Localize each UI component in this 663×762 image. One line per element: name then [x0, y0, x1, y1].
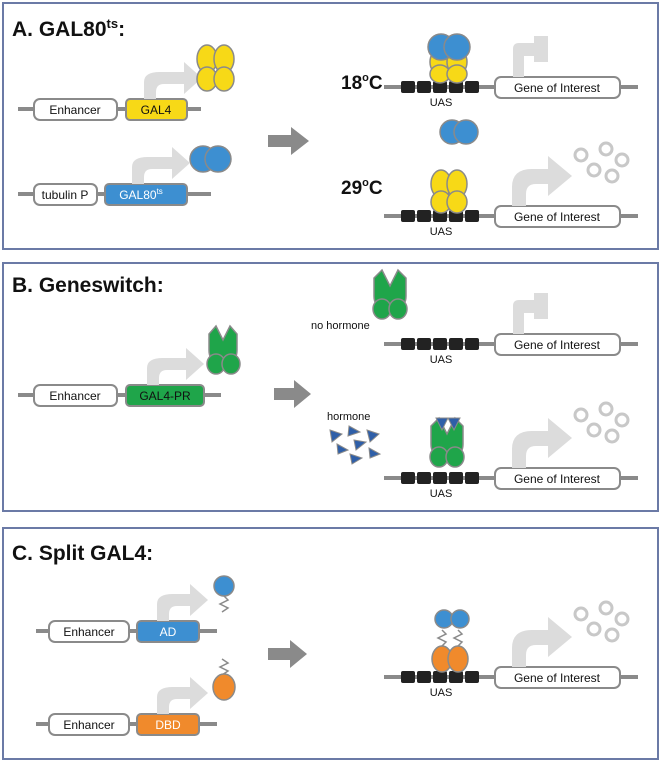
ad-domain-icon [213, 575, 235, 613]
enhancer-box [33, 98, 118, 121]
blocked-expression-icon [513, 36, 548, 77]
enhancer-box [48, 713, 130, 736]
no-hormone-label: no hormone [311, 320, 370, 332]
reconstituted-gal4-icon [431, 609, 470, 673]
expression-arrow-icon [132, 147, 190, 184]
transition-arrow-icon [268, 127, 309, 155]
tubulin-label: tubulin P [42, 188, 89, 202]
expression-arrow-icon [147, 348, 204, 385]
dbd-domain-icon [212, 658, 236, 701]
enhancer-label: Enhancer [49, 389, 100, 403]
tubulin-promoter-box [33, 183, 98, 206]
expression-arrow-icon [512, 617, 572, 667]
uas-construct-hormone: UAS Gene of Interest [384, 467, 638, 500]
gal4pr-dimer-icon [206, 324, 241, 375]
gene-label: Gene of Interest [514, 338, 601, 352]
active-gal4pr-icon [429, 416, 465, 468]
uas-label: UAS [430, 488, 453, 500]
enhancer-label: Enhancer [63, 718, 114, 732]
expression-arrow-icon [157, 584, 208, 621]
gal80-box [104, 183, 188, 206]
panel-a-title: A. GAL80ts: [12, 16, 125, 41]
uas-label: UAS [430, 354, 453, 366]
uas-label: UAS [430, 687, 453, 699]
gene-label: Gene of Interest [514, 671, 601, 685]
expression-arrow-icon [512, 156, 572, 206]
gene-label: Gene of Interest [514, 81, 601, 95]
gal80-repressor-icon [427, 33, 471, 61]
uas-label: UAS [430, 226, 453, 238]
ad-label: AD [160, 625, 177, 639]
panel-geneswitch: B. Geneswitch: Enhancer GAL4-PR no hormo… [2, 262, 659, 512]
uas-label: UAS [430, 97, 453, 109]
hormone-molecules-icon [329, 425, 382, 465]
enhancer-ad-construct: Enhancer AD [36, 620, 217, 643]
gene-of-interest-box [494, 333, 621, 356]
gene-label: Gene of Interest [514, 472, 601, 486]
transition-arrow-icon [274, 380, 311, 408]
panel-c-title: C. Split GAL4: [12, 542, 153, 565]
panel-b-title: B. Geneswitch: [12, 274, 164, 297]
uas-construct-18c: UAS Gene of Interest [384, 76, 638, 109]
panel-split-gal4: C. Split GAL4: Enhancer AD Enhancer DBD … [2, 527, 659, 760]
gene-of-interest-box [494, 467, 621, 490]
temp-18-label: 18oC [341, 72, 383, 94]
gal4-label: GAL4 [141, 103, 172, 117]
gal80-dimer-icon [189, 145, 232, 173]
uas-construct-no-hormone: UAS Gene of Interest [384, 333, 638, 366]
hormone-label: hormone [327, 411, 370, 423]
enhancer-label: Enhancer [49, 103, 100, 117]
tubulin-gal80-construct: tubulin P GAL80ts [18, 183, 211, 206]
gene-of-interest-box [494, 76, 621, 99]
gal4-active-dimer-icon [430, 169, 468, 214]
enhancer-gal4pr-construct: Enhancer GAL4-PR [18, 384, 221, 407]
enhancer-dbd-construct: Enhancer DBD [36, 713, 217, 736]
gene-of-interest-box [494, 205, 621, 228]
protein-product-icon [573, 401, 630, 444]
enhancer-label: Enhancer [63, 625, 114, 639]
gal4pr-label: GAL4-PR [139, 389, 191, 403]
enhancer-gal4-construct: Enhancer GAL4 [18, 98, 201, 121]
transition-arrow-icon [268, 640, 307, 668]
gal4-box [125, 98, 188, 121]
enhancer-box [33, 384, 118, 407]
uas-construct-29c: UAS Gene of Interest [384, 205, 638, 238]
gal4-dimer-icon [196, 44, 235, 92]
protein-product-icon [573, 141, 630, 184]
dbd-label: DBD [155, 718, 181, 732]
gal80-label: GAL80ts [119, 187, 163, 202]
expression-arrow-icon [144, 62, 202, 99]
expression-arrow-icon [512, 418, 572, 468]
gal4pr-box [125, 384, 205, 407]
panel-gal80ts: A. GAL80ts: Enhancer GAL4 tubulin P GAL8… [2, 2, 659, 250]
inactive-gal4pr-icon [372, 268, 408, 320]
free-gal80-dimer-icon [439, 119, 479, 145]
expression-arrow-icon [157, 677, 208, 714]
blocked-expression-icon [513, 293, 548, 334]
gene-of-interest-box [494, 666, 621, 689]
uas-construct-split: UAS Gene of Interest [384, 666, 638, 699]
gene-label: Gene of Interest [514, 210, 601, 224]
protein-product-icon [573, 600, 630, 643]
enhancer-box [48, 620, 130, 643]
temp-29-label: 29oC [341, 177, 383, 199]
